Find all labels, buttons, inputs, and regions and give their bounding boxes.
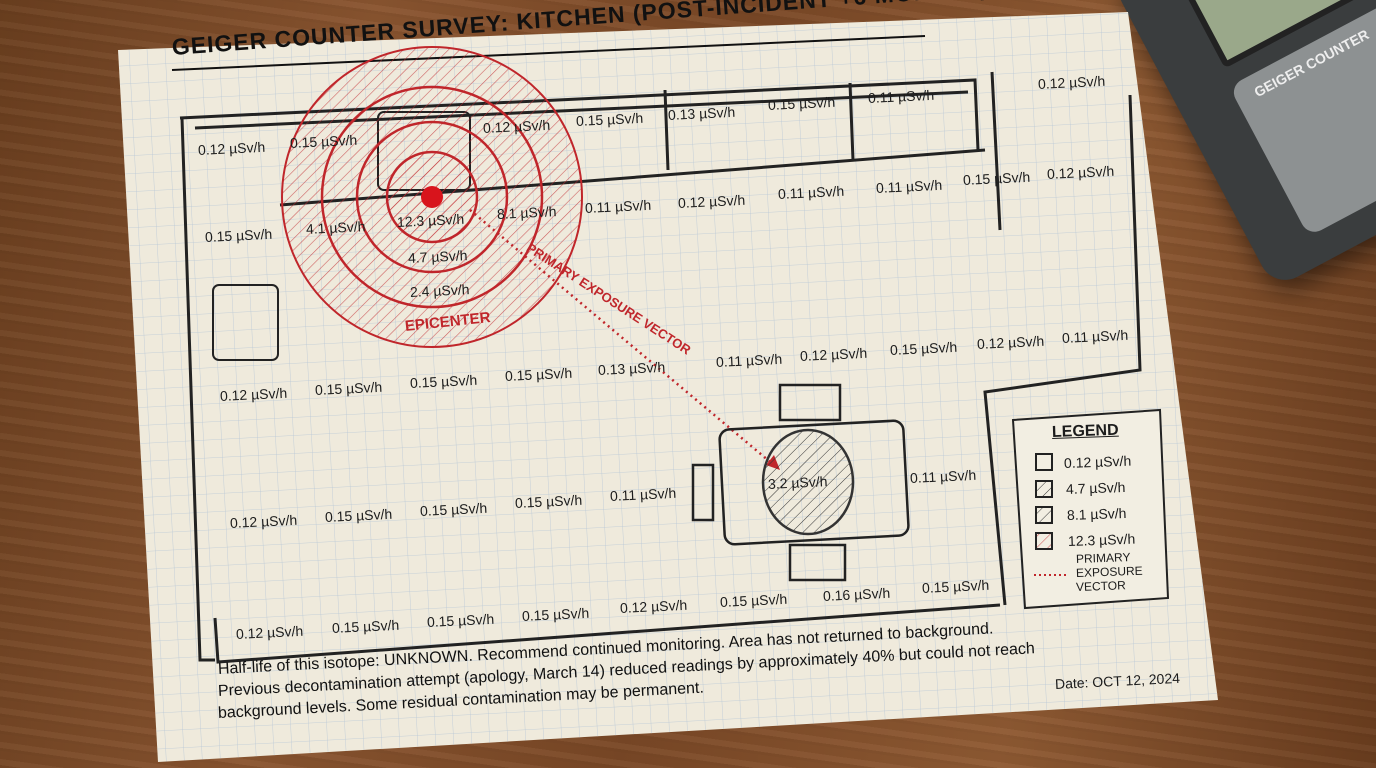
reading: 0.16 µSv/h (822, 584, 891, 604)
reading: 0.15 µSv/h (921, 576, 990, 596)
reading: 0.15 µSv/h (314, 378, 383, 398)
reading: 0.11 µSv/h (867, 86, 935, 106)
reading: 0.12 µSv/h (1037, 72, 1106, 92)
reading: 0.15 µSv/h (419, 499, 488, 519)
legend-vector-label: VECTOR (1075, 578, 1127, 594)
reading: 0.13 µSv/h (597, 358, 666, 378)
reading: 0.15 µSv/h (324, 505, 393, 525)
reading: 0.13 µSv/h (667, 103, 736, 123)
reading: 0.12 µSv/h (1046, 162, 1115, 182)
reading: 0.12 µSv/h (482, 116, 551, 136)
reading: 0.15 µSv/h (767, 93, 836, 113)
reading: 0.15 µSv/h (331, 616, 400, 636)
reading: 0.15 µSv/h (504, 364, 573, 384)
legend-vector-label: EXPOSURE (1075, 563, 1143, 580)
reading: 0.15 µSv/h (889, 338, 958, 358)
reading: 0.12 µSv/h (677, 191, 746, 211)
legend-item: 4.7 µSv/h (1065, 478, 1126, 497)
reading: 0.12 µSv/h (229, 511, 298, 531)
reading: 0.11 µSv/h (777, 182, 845, 202)
legend-title: LEGEND (1051, 421, 1119, 441)
reading: 0.15 µSv/h (289, 131, 358, 151)
reading: 0.15 µSv/h (426, 610, 495, 630)
reading: 0.12 µSv/h (976, 332, 1045, 352)
legend-item: 12.3 µSv/h (1067, 530, 1136, 549)
hotspot-reading: 8.1 µSv/h (496, 203, 557, 222)
reading: 0.11 µSv/h (715, 350, 783, 370)
reading: 0.12 µSv/h (219, 384, 288, 404)
reading: 0.11 µSv/h (909, 466, 977, 486)
hotspot-reading: 2.4 µSv/h (409, 281, 470, 300)
reading: 0.11 µSv/h (1061, 326, 1129, 346)
reading: 0.12 µSv/h (799, 344, 868, 364)
hotspot-reading: 3.2 µSv/h (767, 473, 828, 492)
legend-item: 0.12 µSv/h (1063, 452, 1132, 471)
reading: 0.15 µSv/h (719, 590, 788, 610)
reading: 0.12 µSv/h (235, 622, 304, 642)
reading: 0.11 µSv/h (584, 196, 652, 216)
reading: 0.15 µSv/h (514, 491, 583, 511)
exposure-vector-line (469, 209, 776, 467)
reading: 0.12 µSv/h (197, 138, 266, 158)
reading: 0.15 µSv/h (409, 371, 478, 391)
reading: 0.15 µSv/h (962, 168, 1031, 188)
hotspot-reading: 4.1 µSv/h (305, 218, 366, 237)
legend-item: 8.1 µSv/h (1066, 504, 1127, 523)
reading: 0.11 µSv/h (609, 484, 677, 504)
hotspot-reading: 12.3 µSv/h (396, 210, 465, 230)
reading: 0.15 µSv/h (521, 604, 590, 624)
hotspot-reading: 4.7 µSv/h (407, 247, 468, 266)
dining-table (691, 383, 910, 582)
reading: 0.12 µSv/h (619, 596, 688, 616)
contamination-rings (281, 46, 583, 348)
reading: 0.15 µSv/h (204, 225, 273, 245)
reading: 0.15 µSv/h (575, 109, 644, 129)
reading: 0.11 µSv/h (875, 176, 943, 196)
epicenter-dot (421, 186, 443, 208)
legend-box (1011, 408, 1170, 610)
title-underline (171, 35, 926, 71)
